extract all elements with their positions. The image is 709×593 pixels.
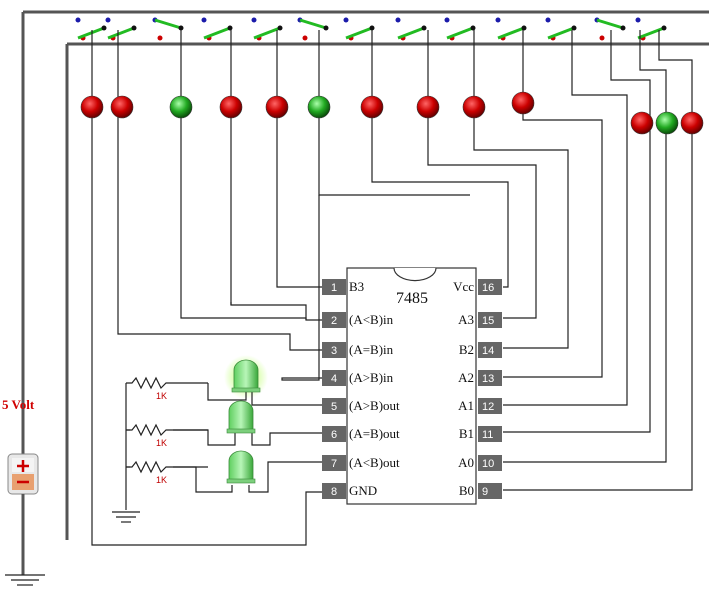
chip-pin-right: 13 A2	[458, 370, 502, 386]
chip-pin-left: 4 (A>B)in	[322, 370, 394, 386]
toggle-switch	[635, 17, 667, 41]
chip-pin-left: 6 (A=B)out	[322, 426, 400, 442]
red-indicator-led	[265, 95, 289, 119]
chip-pin-left: 8 GND	[322, 483, 377, 499]
battery-label: 5 Volt	[2, 397, 35, 412]
toggle-switch	[545, 17, 577, 41]
green-output-led	[231, 359, 261, 393]
green-indicator-led	[307, 95, 331, 119]
pin-label: (A>B)out	[349, 398, 400, 413]
resistor-label: 1K	[156, 475, 167, 485]
chip-pin-left: 5 (A>B)out	[322, 398, 400, 414]
red-indicator-led	[511, 91, 535, 115]
red-indicator-led	[219, 95, 243, 119]
pin-label: B0	[459, 483, 474, 498]
pin-label: (A=B)out	[349, 426, 400, 441]
pin-number: 16	[482, 282, 494, 294]
green-output-led	[226, 400, 256, 434]
chip-pin-right: 12 A1	[458, 398, 502, 414]
pin-label: (A=B)in	[349, 342, 394, 357]
pin-label: (A>B)in	[349, 370, 394, 385]
chip-name: 7485	[396, 290, 428, 307]
toggle-switch	[75, 17, 107, 41]
chip-pin-right: 16 Vcc	[453, 279, 502, 295]
output-led-group	[226, 359, 261, 484]
toggle-switch	[594, 17, 626, 41]
toggle-switch	[251, 17, 283, 41]
resistor-label: 1K	[156, 391, 167, 401]
battery: 5 Volt	[2, 397, 45, 586]
pin-number: 8	[331, 486, 337, 498]
toggle-switch	[343, 17, 375, 41]
output-section: 1K 1K 1K	[112, 355, 322, 523]
chip-pin-right: 14 B2	[459, 342, 502, 358]
pin-label: (A<B)out	[349, 455, 400, 470]
toggle-switch	[395, 17, 427, 41]
toggle-switch	[297, 17, 329, 41]
pin-label: GND	[349, 483, 377, 498]
pin-number: 6	[331, 429, 337, 441]
pin-number: 4	[331, 373, 337, 385]
toggle-switch	[444, 17, 476, 41]
pin-number: 11	[482, 429, 493, 441]
chip-left-pins: 1 B3 2 (A<B)in 3 (A=B)in 4 (A>B)in 5 (A>B)out 6 (A=…	[322, 279, 400, 499]
pin-number: 1	[331, 282, 337, 294]
green-indicator-led	[655, 111, 679, 135]
resistor: 1K	[126, 423, 208, 448]
toggle-switch	[105, 17, 137, 41]
chip-7485: 7485 1 B3 2 (A<B)in 3 (A=B)in 4 (A>B)in 5 (A>B)ou…	[322, 267, 502, 505]
chip-pin-left: 2 (A<B)in	[322, 312, 394, 328]
chip-pin-left: 7 (A<B)out	[322, 455, 400, 471]
chip-pin-left: 3 (A=B)in	[322, 342, 394, 358]
pin-number: 13	[482, 373, 494, 385]
green-indicator-led	[169, 95, 193, 119]
toggle-switch	[201, 17, 233, 41]
chip-pin-left: 1 B3	[322, 279, 364, 295]
signal-wires	[91, 30, 693, 546]
red-indicator-led	[680, 111, 704, 135]
pin-label: B3	[349, 279, 364, 294]
pin-label: (A<B)in	[349, 312, 394, 327]
red-indicator-led	[462, 95, 486, 119]
green-output-led	[226, 450, 256, 484]
pin-number: 7	[331, 458, 337, 470]
chip-pin-right: 9 B0	[459, 483, 502, 499]
pin-number: 12	[482, 401, 494, 413]
pin-label: B2	[459, 342, 474, 357]
chip-pin-right: 10 A0	[458, 455, 502, 471]
pin-number: 3	[331, 345, 337, 357]
pin-number: 2	[331, 315, 337, 327]
switch-row	[75, 17, 667, 41]
pin-label: Vcc	[453, 279, 474, 294]
resistor-label: 1K	[156, 438, 167, 448]
red-indicator-led	[110, 95, 134, 119]
chip-pin-right: 11 B1	[459, 426, 502, 442]
pin-label: A0	[458, 455, 474, 470]
pin-number: 14	[482, 345, 494, 357]
pin-label: A2	[458, 370, 474, 385]
red-indicator-led	[630, 111, 654, 135]
resistor-group: 1K 1K 1K	[126, 376, 208, 485]
top-rails	[21, 10, 709, 575]
indicator-led-row	[80, 91, 704, 135]
pin-label: A1	[458, 398, 474, 413]
resistor: 1K	[126, 460, 208, 485]
pin-number: 10	[482, 458, 494, 470]
red-indicator-led	[360, 95, 384, 119]
toggle-switch	[495, 17, 527, 41]
red-indicator-led	[80, 95, 104, 119]
pin-number: 15	[482, 315, 494, 327]
red-indicator-led	[416, 95, 440, 119]
pin-number: 5	[331, 401, 337, 413]
toggle-switch	[152, 17, 184, 41]
pin-label: B1	[459, 426, 474, 441]
pin-label: A3	[458, 312, 474, 327]
chip-pin-right: 15 A3	[458, 312, 502, 328]
chip-right-pins: 16 Vcc 15 A3 14 B2 13 A2 12 A1 11 B1 10 A0 9 B0	[453, 279, 502, 499]
resistor: 1K	[126, 376, 208, 401]
pin-number: 9	[482, 486, 488, 498]
